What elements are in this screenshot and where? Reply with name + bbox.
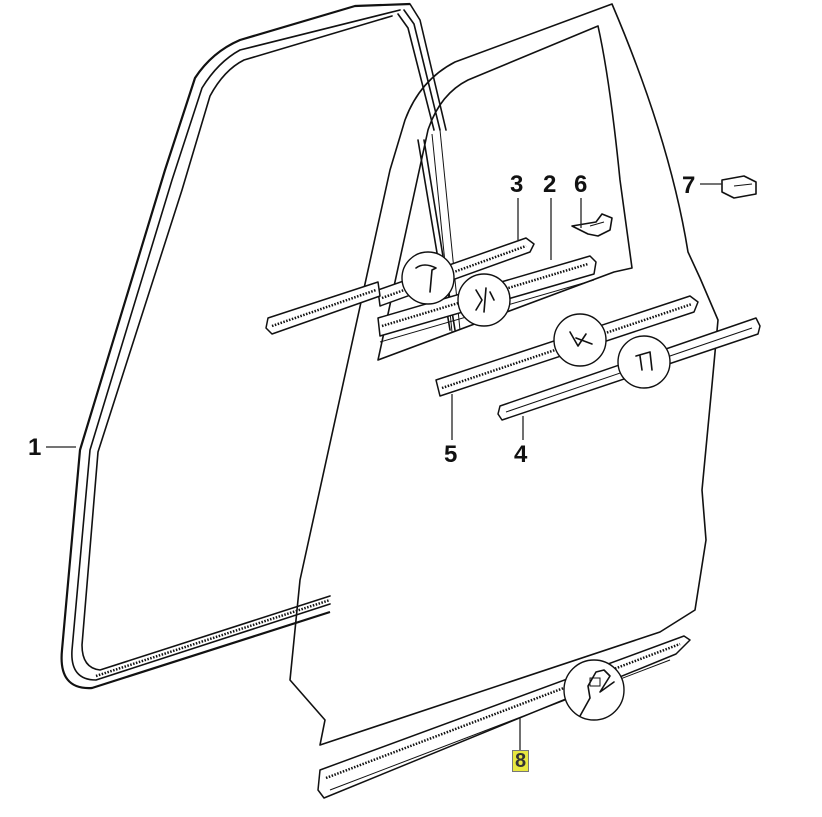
callout-2: 2 xyxy=(543,171,557,198)
callout-4: 4 xyxy=(514,441,528,468)
door-panel xyxy=(289,3,719,746)
callout-6: 6 xyxy=(574,171,588,198)
callout-5: 5 xyxy=(444,441,458,468)
part-7-clip xyxy=(721,175,757,199)
section-detail-3 xyxy=(401,251,455,305)
section-detail-2 xyxy=(457,273,511,327)
section-detail-4 xyxy=(617,335,671,389)
part-8-seal xyxy=(317,635,691,799)
part-6-clip xyxy=(571,213,613,237)
callout-1: 1 xyxy=(28,434,42,461)
part-1-frame-seal xyxy=(60,2,456,690)
callout-8: 8 xyxy=(512,750,530,772)
section-detail-5 xyxy=(553,313,607,367)
callout-3: 3 xyxy=(510,171,524,198)
section-detail-8 xyxy=(563,659,625,721)
callout-7: 7 xyxy=(682,172,696,199)
